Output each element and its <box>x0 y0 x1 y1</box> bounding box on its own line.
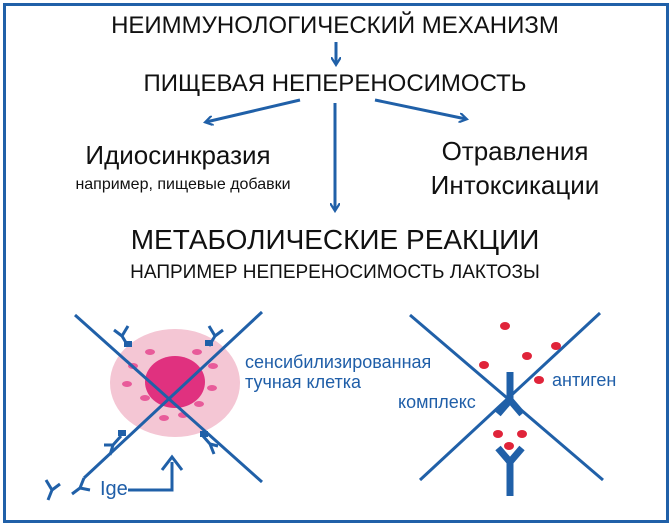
intoxication-label: Интоксикации <box>430 170 600 200</box>
complex-label: комплекс <box>398 392 476 412</box>
arrow-to-poisoning <box>374 98 466 119</box>
free-ige-antibodies <box>44 477 91 501</box>
antigen-label: антиген <box>552 370 617 390</box>
ige-antibodies-on-cell <box>104 325 224 456</box>
subtitle: ПИЩЕВАЯ НЕПЕРЕНОСИМОСТЬ <box>143 70 527 97</box>
ige-pointer-arrow <box>128 454 184 492</box>
cross-lines-left <box>74 310 264 484</box>
title: НЕИММУНОЛОГИЧЕСКИЙ МЕХАНИЗМ <box>111 12 559 39</box>
metabolic-heading: МЕТАБОЛИЧЕСКИЕ РЕАКЦИИ <box>130 224 540 255</box>
mast-cell-label-line1: сенсибилизированная <box>245 352 432 372</box>
mast-cell-nucleus <box>145 356 205 408</box>
idiosyncrasy-example: например, пищевые добавки <box>75 176 291 193</box>
arrow-to-idiosyncrasy <box>206 98 301 122</box>
mast-cell-label-line2: тучная клетка <box>245 372 362 392</box>
idiosyncrasy-heading: Идиосинкразия <box>85 140 271 170</box>
metabolic-example: НАПРИМЕР НЕПЕРЕНОСИМОСТЬ ЛАКТОЗЫ <box>130 262 540 283</box>
antibody-complex <box>495 372 525 496</box>
poisoning-label: Отравления <box>441 136 589 166</box>
antigen-dots <box>479 322 561 450</box>
diagram-frame <box>3 3 669 523</box>
ige-label: Ige <box>100 478 128 500</box>
